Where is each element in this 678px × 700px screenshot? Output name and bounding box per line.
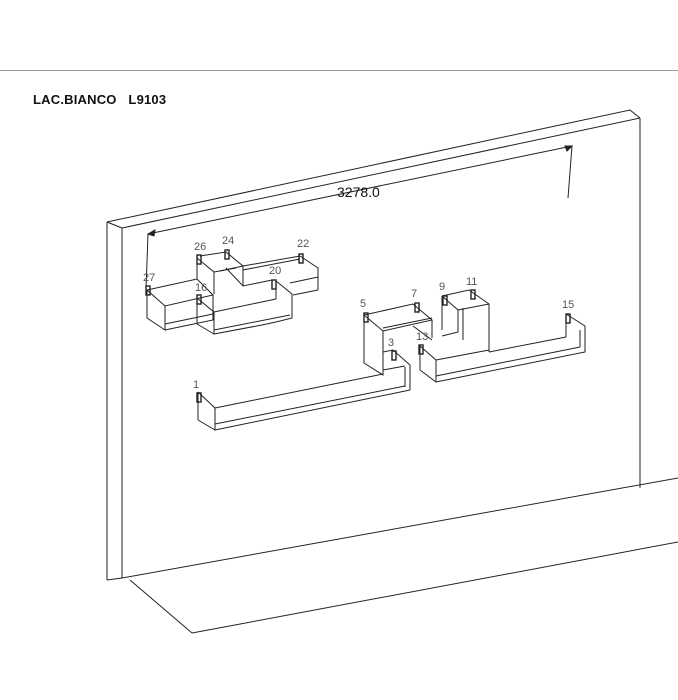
connector-label-26: 26 xyxy=(194,241,206,253)
shelf-long-bottom xyxy=(197,373,411,431)
connector-label-11: 11 xyxy=(466,276,477,288)
connector-label-13: 13 xyxy=(416,331,428,343)
connector-label-24: 24 xyxy=(222,235,234,247)
page-title: LAC.BIANCO L9103 xyxy=(33,92,174,107)
floor xyxy=(129,541,678,634)
connector-label-5: 5 xyxy=(360,298,366,310)
finish-label: LAC.BIANCO xyxy=(33,92,117,107)
dimension-width-label: 3278.0 xyxy=(337,184,380,200)
dimension-line xyxy=(145,145,574,291)
connector-label-22: 22 xyxy=(297,238,309,250)
connector-label-15: 15 xyxy=(562,299,574,311)
connector-label-16: 16 xyxy=(195,282,207,294)
connector-label-1: 1 xyxy=(193,379,199,391)
connector-label-9: 9 xyxy=(439,281,445,293)
connector-label-20: 20 xyxy=(269,265,281,277)
shelf-group-left xyxy=(146,251,319,335)
product-code: L9103 xyxy=(128,92,167,107)
connector-label-3: 3 xyxy=(388,337,394,349)
wall xyxy=(106,109,678,581)
connector-label-7: 7 xyxy=(411,288,417,300)
wall-connectors xyxy=(145,249,571,403)
shelf-group-center xyxy=(363,289,586,390)
connector-label-27: 27 xyxy=(143,272,155,284)
header-divider xyxy=(0,70,678,71)
connector-labels: 1 3 5 7 9 11 13 15 16 20 22 24 26 27 xyxy=(143,235,574,391)
